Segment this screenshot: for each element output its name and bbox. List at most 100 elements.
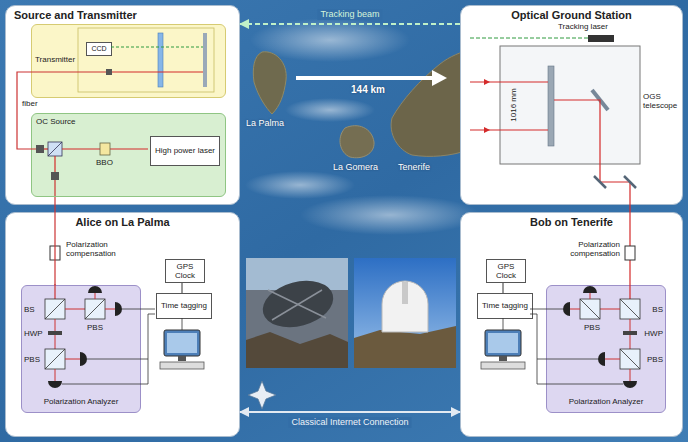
tracking-laser [588, 35, 614, 42]
fiber [17, 72, 106, 149]
primary-mirror [548, 66, 554, 146]
beam-splitter [620, 299, 640, 319]
connector-label: Tracking beam [317, 9, 382, 20]
half-wave-plate [48, 331, 62, 335]
part-label: PBS [647, 355, 663, 364]
telescope-tube [500, 46, 640, 164]
photo-dome [382, 281, 428, 332]
box-label: GPS Clock [166, 262, 204, 280]
connector-label: Classical Internet Connection [288, 417, 411, 428]
panel: Bob on TenerifeGPS ClockTime taggingBSPB… [460, 212, 683, 437]
clock-box: GPS Clock [486, 259, 526, 283]
computer-stand [499, 356, 507, 361]
beam-splitter-face [620, 299, 640, 319]
beam-splitter-face [620, 349, 640, 369]
beam-splitter-face [85, 299, 105, 319]
half-wave-plate [623, 331, 637, 335]
beam [54, 156, 55, 172]
polarizing-beam-splitter [620, 349, 640, 369]
beam [570, 309, 580, 310]
mirror [203, 33, 207, 87]
transmitter-box: Transmitter CCD [31, 24, 226, 98]
computer-stand [178, 356, 186, 361]
part-label: HWP [24, 329, 43, 338]
part-label: Polarization Analyzer [547, 397, 665, 406]
clock-wire [182, 283, 183, 293]
beam-arrowhead [484, 127, 490, 133]
compensation-element [625, 246, 635, 260]
photo-frame-bar [272, 290, 322, 320]
camera-box: CCD [86, 42, 112, 56]
beam [105, 309, 115, 310]
beam-splitter-face [580, 299, 600, 319]
distance-label: 144 km [351, 84, 385, 96]
panel: Alice on La PalmaGPS ClockTime taggingBS… [5, 212, 240, 437]
detector [48, 381, 62, 388]
panel-heading: Alice on La Palma [6, 213, 239, 229]
beam [554, 100, 630, 299]
fiber-label: fiber [22, 99, 38, 108]
photo-rocks [246, 332, 348, 368]
transmitter-frame [78, 28, 214, 92]
island-label: La Palma [246, 118, 284, 128]
part-label: Polarization Analyzer [22, 397, 140, 406]
detector [623, 381, 637, 388]
panel-heading: Source and Transmitter [6, 6, 239, 22]
detector [88, 286, 102, 293]
island-tenerife [391, 50, 468, 156]
clock-box: GPS Clock [165, 259, 205, 283]
laser-label: Tracking laser [558, 22, 608, 31]
computer-screen [488, 333, 518, 353]
fiber-coupler [51, 172, 59, 180]
compensation-label: Polarization compensation [66, 240, 128, 258]
tracking-path [470, 38, 588, 39]
tracking-beam [240, 23, 460, 25]
part-label: PBS [24, 355, 40, 364]
detector [80, 352, 87, 366]
island-la-palma [253, 52, 286, 114]
box-label: Time tagging [159, 301, 209, 310]
polarizing-beam-splitter [85, 299, 105, 319]
mirror [624, 176, 636, 188]
cloud [245, 171, 355, 199]
box-label: High power laser [153, 146, 217, 155]
compass-rose [248, 381, 276, 409]
analyzer-box: BSPBSHWPPBSPolarization Analyzer [21, 285, 141, 413]
beam-splitter-face [45, 299, 65, 319]
photo-dish [258, 273, 339, 334]
beam [470, 81, 548, 82]
beam-splitter [45, 299, 65, 319]
part-label: HWP [644, 329, 663, 338]
beam [470, 129, 548, 130]
fiber-coupler [36, 145, 44, 153]
computer-keyboard [481, 362, 525, 369]
mirror [594, 176, 606, 188]
beam-splitter-face [45, 349, 65, 369]
fiber [54, 180, 55, 196]
box-label: Time tagging [480, 301, 530, 310]
lens [158, 33, 163, 87]
beam [600, 309, 620, 310]
beam [54, 284, 55, 299]
detector [583, 286, 597, 293]
laser-box: High power laser [150, 136, 220, 166]
beam [590, 293, 591, 299]
part-label: OC Source [36, 117, 76, 126]
tracking-path [111, 47, 203, 48]
beam [44, 148, 48, 149]
photo-frame-bar [268, 290, 326, 318]
panel-heading: Optical Ground Station [461, 6, 682, 22]
crystal-label: BBO [96, 158, 113, 167]
computer-keyboard [160, 362, 204, 369]
beam [630, 369, 631, 381]
beam-arrowhead [484, 79, 490, 85]
time-tagger-box: Time tagging [156, 293, 212, 319]
detector [563, 302, 570, 316]
distance-arrowhead [432, 70, 447, 86]
beam [55, 369, 56, 381]
box-label: GPS Clock [487, 262, 525, 280]
photo-frame [354, 258, 456, 368]
part-label: Transmitter [35, 55, 75, 64]
detector [115, 302, 122, 316]
part-label: BS [652, 305, 663, 314]
